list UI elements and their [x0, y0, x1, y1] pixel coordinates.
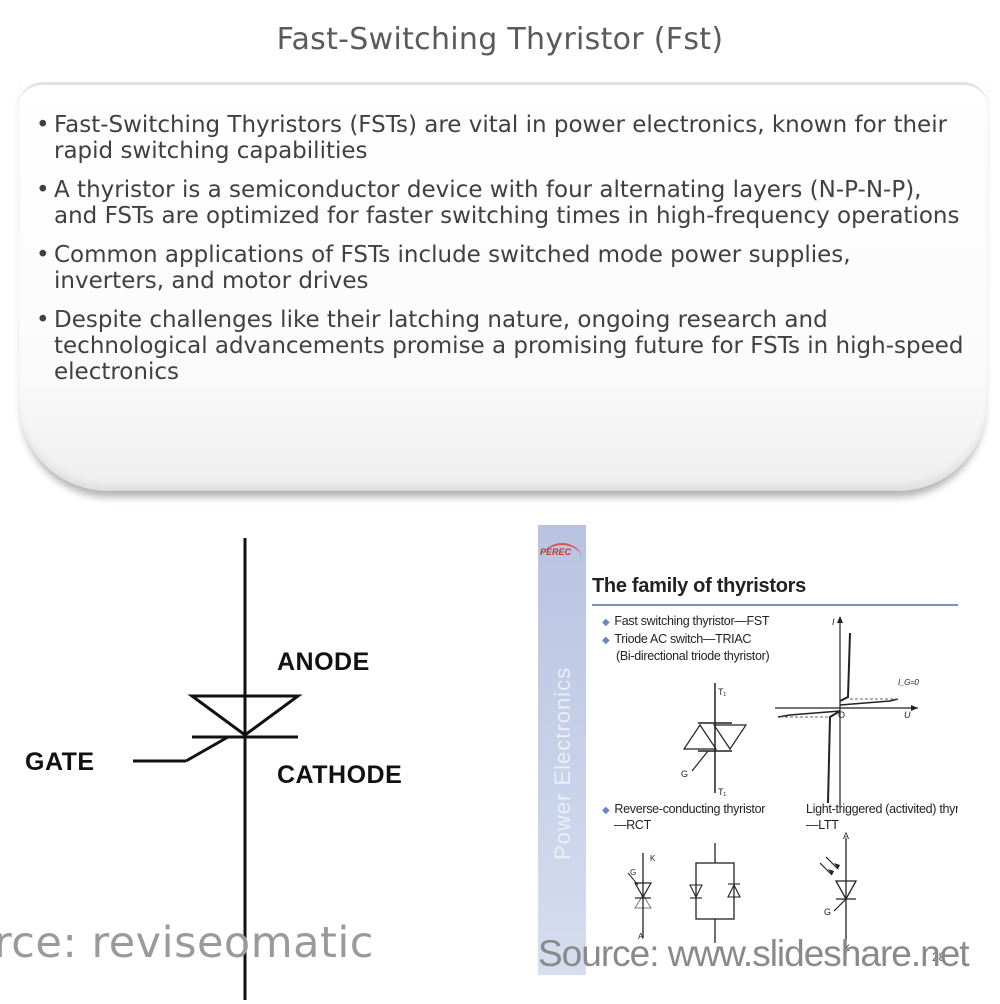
source-caption-left: rce: reviseomatic	[0, 918, 374, 968]
rct-symbol-icon	[627, 843, 741, 943]
slide-logo: PEREC	[540, 547, 572, 557]
ltt-k-label: K	[844, 943, 850, 953]
slide-item-rct-text: Reverse-conducting thyristor	[614, 802, 766, 816]
cathode-label: CATHODE	[277, 761, 403, 789]
slide-sidebar-text: Power Electronics	[550, 666, 575, 860]
thyristor-symbol-figure: ANODE GATE CATHODE	[0, 530, 520, 1000]
slide-sidebar	[538, 525, 586, 975]
ltt-symbol-icon	[819, 838, 858, 948]
slide-rule	[592, 604, 958, 606]
symbol-diode-triangle	[187, 694, 303, 737]
slide-heading: The family of thyristors	[592, 575, 806, 597]
ltt-g-label: G	[824, 907, 831, 917]
vi-i-label: I	[832, 617, 835, 627]
page-title: Fast-Switching Thyristor (Fst)	[276, 22, 724, 57]
triac-g-label: G	[681, 769, 688, 779]
vi-curve-chart	[775, 616, 918, 808]
slide-item-triac-sub: (Bi-directional triode thyristor)	[616, 649, 770, 663]
slide-item-rct-b: —RCT	[614, 818, 651, 832]
slide-item-rct: ◆Reverse-conducting thyristor	[602, 802, 766, 816]
slide-item-ltt-b: —LTT	[806, 818, 839, 832]
anode-label: ANODE	[277, 648, 370, 676]
slide-item-triac: ◆Triode AC switch—TRIAC	[602, 632, 752, 646]
thyristor-symbol-icon	[133, 538, 303, 1000]
bullet-item: A thyristor is a semiconductor device wi…	[36, 177, 966, 229]
ltt-a-label: A	[843, 831, 849, 841]
logo-arc	[542, 543, 582, 575]
bullet-item: Common applications of FSTs include swit…	[36, 242, 966, 294]
bullet-item: Fast-Switching Thyristors (FSTs) are vit…	[36, 112, 966, 164]
gate-label: GATE	[25, 748, 95, 776]
slide-item-triac-text: Triode AC switch—TRIAC	[614, 632, 752, 646]
vi-ig-label: I_G=0	[898, 678, 919, 687]
source-caption-right: Source: www.slideshare.net	[538, 933, 970, 974]
vi-origin-label: O	[838, 710, 845, 720]
slide-page-number: 28	[932, 950, 946, 964]
rct-g-label: G	[630, 868, 636, 877]
slide-item-ltt: Light-triggered (activited) thyristor	[806, 802, 958, 816]
content-card-top-edge	[18, 82, 988, 107]
slide-item-fst: ◆Fast switching thyristor—FST	[602, 614, 770, 628]
slide-image: Power Electronics PEREC The family of th…	[538, 525, 958, 975]
symbol-gate-diagonal	[185, 735, 229, 763]
bullet-list: Fast-Switching Thyristors (FSTs) are vit…	[36, 112, 966, 398]
triac-symbol-icon	[682, 683, 748, 793]
bullet-item: Despite challenges like their latching n…	[36, 307, 966, 385]
triac-t2-label: T₁	[718, 787, 726, 797]
rct-k-label: K	[650, 854, 656, 863]
vi-u-label: U	[904, 710, 911, 720]
triac-t1-label: T₁	[718, 687, 726, 697]
slide-item-fst-text: Fast switching thyristor—FST	[614, 614, 770, 628]
rct-a-label: A	[638, 932, 644, 941]
